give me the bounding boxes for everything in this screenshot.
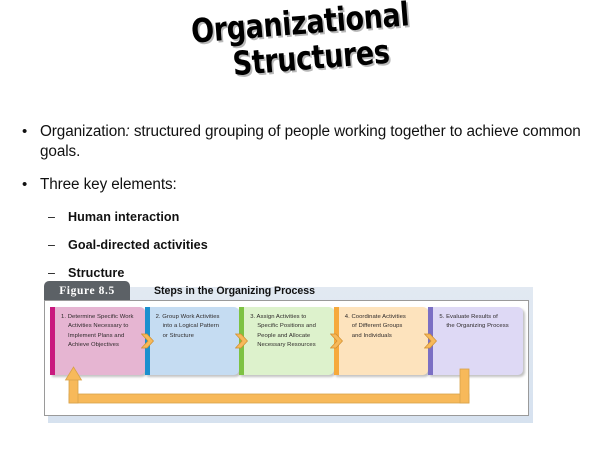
step-line: Implement Plans and [68,332,125,339]
step-line: into a Logical Pattern [162,323,220,330]
step-line: 1. Determine Specific Work [61,314,134,320]
sub-bullet-item-goal-directed-activities: – Goal-directed activities [48,236,582,254]
step-box: 4. Coordinate Activities of Different Gr… [333,307,429,375]
step-label: 5. Evaluate Results of the Organizing Pr… [428,307,513,336]
title-line-1: Organizational [189,0,411,51]
step-accent-edge [144,307,150,375]
sub-bullet-label: Human interaction [68,210,180,224]
step-box: 1. Determine Specific Work Activities Ne… [50,307,145,375]
bullet-marker: • [22,176,28,193]
bullet-text: Three key elements: [40,176,177,193]
step-accent-edge [50,307,55,375]
step-box: 2. Group Work Activities into a Logical … [144,307,240,375]
sub-bullet-item-structure: – Structure [48,264,582,282]
sub-bullet-marker: – [48,238,55,252]
sub-bullet-label: Goal-directed activities [68,238,208,252]
sub-bullet-marker: – [48,210,55,224]
step-line: Specific Positions and [257,323,316,330]
figure-caption: Steps in the Organizing Process [154,284,315,297]
process-step-3: 3. Assign Activities to Specific Positio… [239,307,343,375]
step-line: 3. Assign Activities to [250,314,307,320]
process-step-1: 1. Determine Specific Work Activities Ne… [50,307,154,375]
bullet-item-three-key-elements: • Three key elements: [18,175,582,195]
bullet-marker: • [22,123,28,140]
step-line: of Different Groups [351,323,403,330]
step-line: 2. Group Work Activities [155,314,220,320]
process-step-2: 2. Group Work Activities into a Logical … [144,307,249,375]
process-step-4: 4. Coordinate Activities of Different Gr… [333,307,438,375]
figure-number-tab: Figure 8.5 [44,281,130,300]
step-accent-edge [333,307,339,375]
step-line: or Structure [162,332,194,339]
step-accent-edge [428,307,434,375]
step-line: Achieve Objectives [68,342,119,349]
step-label: 3. Assign Activities to Specific Positio… [239,307,321,355]
process-step-5: 5. Evaluate Results of the Organizing Pr… [428,307,523,375]
title-line-2: Structures [231,31,391,84]
arrow-right-icon [235,333,249,349]
arrow-right-icon [329,333,343,349]
step-line: Activities Necessary to [68,323,129,330]
figure-frame: 1. Determine Specific Work Activities Ne… [44,300,529,416]
step-box: 5. Evaluate Results of the Organizing Pr… [428,307,523,375]
step-label: 1. Determine Specific Work Activities Ne… [50,307,139,355]
arrow-right-icon [140,333,154,349]
arrow-right-icon [424,333,438,349]
bullet-text: Organization: structured grouping of peo… [40,122,582,162]
figure-header: Figure 8.5 Steps in the Organizing Proce… [44,281,529,300]
step-line: Necessary Resources [257,342,316,349]
step-line: People and Allocate [257,332,311,339]
page-title: Organizational Structures [0,0,600,83]
sub-bullet-label: Structure [68,266,125,280]
bullet-term: Organization [40,123,126,140]
bullet-list: • Organization: structured grouping of p… [18,122,582,292]
step-line: and Individuals [351,332,392,339]
sub-bullet-list: – Human interaction – Goal-directed acti… [48,208,582,282]
sub-bullet-item-human-interaction: – Human interaction [48,208,582,226]
step-line: 4. Coordinate Activities [344,314,406,320]
step-label: 2. Group Work Activities into a Logical … [145,307,225,345]
figure-organizing-process: Figure 8.5 Steps in the Organizing Proce… [44,281,533,423]
bullet-item-organization: • Organization: structured grouping of p… [18,122,582,162]
step-accent-edge [239,307,245,375]
step-line: the Organizing Process [446,323,509,330]
step-label: 4. Coordinate Activities of Different Gr… [334,307,411,345]
process-step-row: 1. Determine Specific Work Activities Ne… [50,307,523,375]
bullet-body: structured grouping of people working to… [40,123,581,160]
sub-bullet-marker: – [48,266,55,280]
step-box: 3. Assign Activities to Specific Positio… [239,307,334,375]
step-line: 5. Evaluate Results of [439,314,498,320]
bullet-term-colon: : [125,123,130,140]
